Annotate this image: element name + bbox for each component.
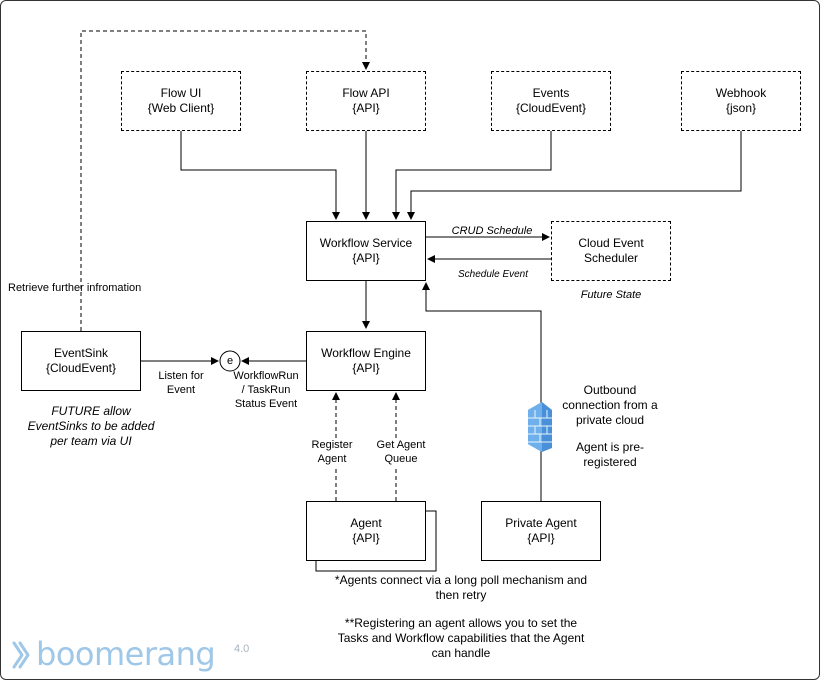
- flow-ui-title: Flow UI: [160, 86, 202, 100]
- scheduler-subtitle: Scheduler: [583, 251, 639, 265]
- webhook-node[interactable]: Webhook {json}: [681, 71, 801, 131]
- workflow-engine-type: {API}: [352, 361, 380, 375]
- event-node-label: e: [226, 355, 234, 367]
- edge-webhook-service: [407, 131, 742, 220]
- scheduler-title: Cloud Event: [578, 236, 644, 250]
- flow-api-node[interactable]: Flow API {API}: [306, 71, 426, 131]
- event-node-circle: [219, 350, 241, 372]
- registering-agent-note: **Registering an agent allows you to set…: [337, 616, 585, 660]
- eventsink-type: {CloudEvent}: [45, 361, 117, 375]
- brand-wordmark: boomerang: [36, 635, 216, 673]
- workflow-service-title: Workflow Service: [319, 236, 413, 250]
- schedule-event-label: Schedule Event: [457, 269, 529, 280]
- retrieve-info-label: Retrieve further infromation: [8, 282, 142, 294]
- agent-type: {API}: [352, 531, 380, 545]
- eventsink-node[interactable]: EventSink {CloudEvent}: [21, 331, 141, 391]
- pre-registered-note: Agent is pre-registered: [575, 440, 645, 469]
- flow-ui-type: {Web Client}: [147, 101, 215, 115]
- events-type: {CloudEvent}: [515, 101, 587, 115]
- private-agent-title: Private Agent: [505, 516, 577, 530]
- flow-api-title: Flow API: [342, 86, 390, 100]
- webhook-title: Webhook: [715, 86, 767, 100]
- brand-version: 4.0: [234, 643, 250, 655]
- agent-node[interactable]: Agent {API}: [306, 501, 426, 561]
- private-agent-node[interactable]: Private Agent {API}: [481, 501, 601, 561]
- future-state-label: Future State: [580, 289, 642, 301]
- events-title: Events: [532, 86, 570, 100]
- private-agent-type: {API}: [527, 531, 555, 545]
- webhook-type: {json}: [725, 101, 757, 115]
- cloud-event-scheduler-node[interactable]: Cloud Event Scheduler: [551, 221, 671, 281]
- edge-private-service: [422, 282, 542, 501]
- flow-api-type: {API}: [352, 101, 380, 115]
- edge-events-service: [392, 131, 552, 220]
- flow-ui-node[interactable]: Flow UI {Web Client}: [121, 71, 241, 131]
- workflow-engine-node[interactable]: Workflow Engine {API}: [306, 331, 426, 391]
- long-poll-note: *Agents connect via a long poll mechanis…: [334, 573, 588, 602]
- edge-flowui-service: [180, 131, 340, 220]
- workflow-service-type: {API}: [352, 251, 380, 265]
- agent-title: Agent: [350, 516, 382, 530]
- workflow-engine-title: Workflow Engine: [321, 346, 411, 360]
- events-node[interactable]: Events {CloudEvent}: [491, 71, 611, 131]
- firewall-icon: [528, 402, 552, 452]
- crud-schedule-label: CRUD Schedule: [451, 225, 533, 237]
- eventsink-title: EventSink: [53, 346, 109, 360]
- workflow-service-node[interactable]: Workflow Service {API}: [306, 221, 426, 281]
- boomerang-logo-icon: [12, 641, 30, 669]
- edge-eventsink-flowapi: [80, 30, 370, 331]
